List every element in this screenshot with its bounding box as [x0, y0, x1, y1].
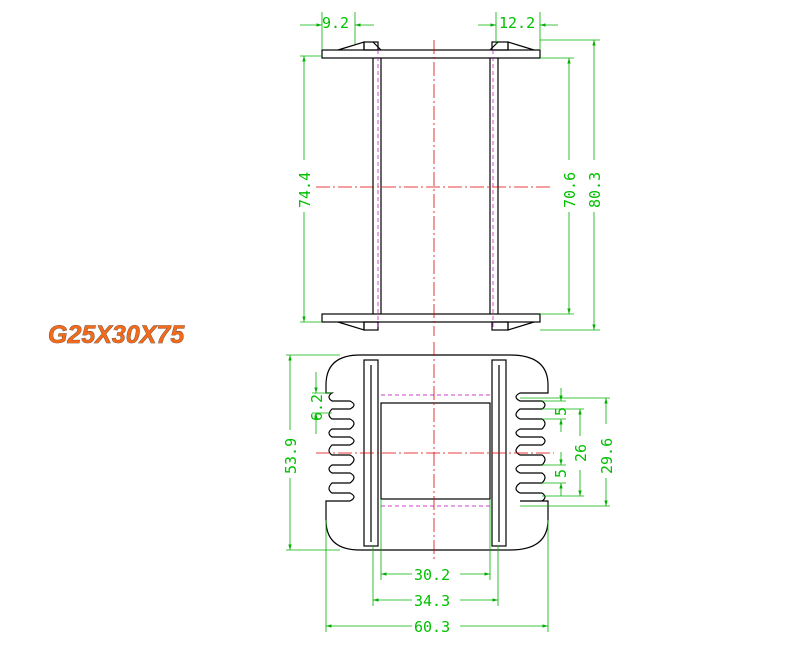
dim-end-bottom: 30.2 34.3 60.3	[325, 499, 549, 636]
dim-core-width-label: 34.3	[414, 592, 450, 610]
dim-end-right: 5 26 5 29.6	[520, 388, 616, 507]
dim-slot-span-label: 26	[572, 444, 590, 462]
dim-end-left: 53.9 6.2	[282, 354, 340, 551]
side-view	[316, 40, 552, 336]
dim-inner-height: 74.4	[296, 55, 322, 323]
dim-slot-height-label: 6.2	[308, 394, 326, 421]
dim-top-left-flange: 9.2	[322, 14, 349, 32]
dim-overall-height-label: 80.3	[586, 172, 604, 208]
dim-window-width-label: 30.2	[414, 566, 450, 584]
end-view	[316, 342, 554, 560]
dim-base-height-label: 53.9	[282, 438, 300, 474]
dim-body-height-label: 70.6	[561, 172, 579, 208]
dim-pin-span-label: 29.6	[598, 438, 616, 474]
dim-pitch-upper-label: 5	[552, 407, 570, 416]
dim-top-right-flange: 12.2	[499, 14, 535, 32]
dim-right-heights: 70.6 80.3	[540, 39, 604, 331]
dim-inner-height-label: 74.4	[296, 172, 314, 208]
dim-overall-width-label: 60.3	[414, 618, 450, 636]
dim-top-flanges: 9.2 12.2	[300, 12, 558, 50]
dim-pitch-lower-label: 5	[552, 469, 570, 478]
part-label: G25X30X75	[48, 321, 185, 349]
